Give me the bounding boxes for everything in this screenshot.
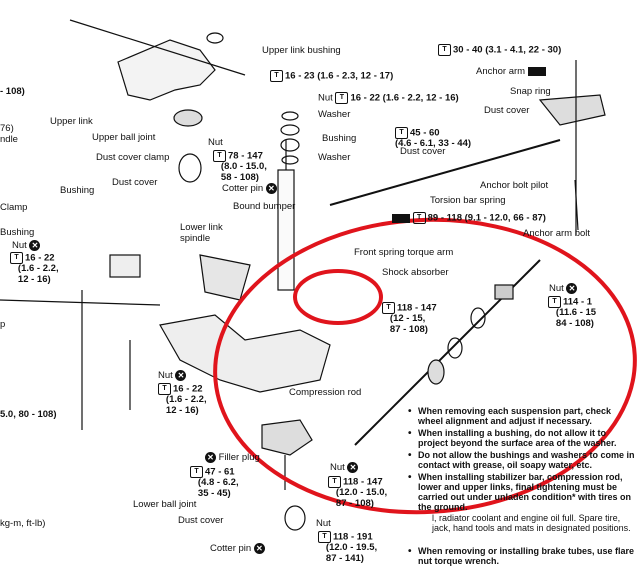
note-bullet-6: • bbox=[408, 546, 412, 557]
bushing-label-b: Bushing bbox=[60, 185, 95, 196]
note-3: Do not allow the bushings and washers to… bbox=[418, 450, 635, 470]
dust-cover-lower-part bbox=[284, 505, 306, 531]
upper-link-label: Upper link bbox=[50, 116, 93, 127]
highlight-circle-large bbox=[213, 217, 637, 515]
lower-ball-joint-label: Lower ball joint bbox=[133, 499, 197, 510]
cotter-pin-label-b: Cotter pin ✕ bbox=[210, 543, 265, 555]
note-6: When removing or installing brake tubes,… bbox=[418, 546, 635, 566]
nut-label-g: Nut bbox=[316, 518, 331, 529]
torsion-bar bbox=[329, 139, 561, 206]
dust-cover-label-c: Dust cover bbox=[400, 146, 446, 157]
clamp-label: Clamp bbox=[0, 202, 28, 213]
compression-rod-bushings bbox=[427, 284, 514, 385]
note-2: When installing a bushing, do not allow … bbox=[418, 428, 617, 448]
nut-label-b: Nut bbox=[208, 137, 223, 148]
upper-link-bushing-part bbox=[206, 32, 224, 44]
washer-label-b: Washer bbox=[318, 152, 351, 163]
upper-link-bushing-label: Upper link bushing bbox=[262, 45, 341, 56]
stabilizer-link bbox=[0, 299, 161, 306]
bushing-label-a: Bushing bbox=[322, 133, 357, 144]
nut-label-f: Nut ✕ bbox=[330, 462, 359, 474]
anchor-arm-part bbox=[538, 94, 606, 126]
left-fragment-15: 5.0, 80 - 108) bbox=[0, 409, 57, 420]
dust-cover-clamp-label: Dust cover clamp bbox=[96, 152, 170, 163]
nut-label-e: Nut ✕ bbox=[158, 370, 187, 382]
highlight-circle-small bbox=[293, 269, 383, 325]
bound-bumper-label: Bound bumper bbox=[233, 201, 296, 212]
washer-stack bbox=[280, 111, 300, 165]
left-fragment-ndle: ndle bbox=[0, 134, 18, 145]
torsion-bar-spring-label: Torsion bar spring bbox=[430, 195, 506, 206]
snap-bolt bbox=[574, 179, 579, 231]
front-spring-torque-arm-label: Front spring torque arm bbox=[354, 247, 454, 258]
dust-cover-label-b: Dust cover bbox=[112, 177, 158, 188]
shock-absorber-label: Shock absorber bbox=[382, 267, 449, 278]
note-bullet-1: • bbox=[408, 406, 412, 417]
upper-link-shaft bbox=[69, 19, 246, 76]
filler-plug-label: ✕ Filler plug bbox=[205, 452, 260, 464]
nut-label-c: Nut ✕ bbox=[12, 240, 41, 252]
left-fragment-p: p bbox=[0, 319, 6, 330]
compression-rod-label: Compression rod bbox=[289, 387, 362, 398]
knuckle-part bbox=[261, 419, 313, 456]
anchor-bolt-pilot-label: Anchor bolt pilot bbox=[480, 180, 549, 191]
upper-link bbox=[117, 39, 216, 101]
note-bullet-4: • bbox=[408, 472, 412, 483]
washer-label-a: Washer bbox=[318, 109, 351, 120]
note-4: When installing stabilizer bar, compress… bbox=[418, 472, 632, 512]
upper-ball-joint-part bbox=[173, 109, 203, 127]
upper-ball-joint-label: Upper ball joint bbox=[92, 132, 156, 143]
bushing-label-c: Bushing bbox=[0, 227, 35, 238]
left-fragment-76: 76) bbox=[0, 123, 14, 134]
nut-label-d: Nut ✕ bbox=[549, 283, 578, 295]
dust-cover-label-a: Dust cover bbox=[484, 105, 530, 116]
snap-ring-label: Snap ring bbox=[510, 86, 551, 97]
shock-absorber-part bbox=[277, 169, 295, 291]
anchor-arm-bolt-label: Anchor arm bolt bbox=[523, 228, 591, 239]
cotter-pin-label-a: Cotter pin ✕ bbox=[222, 183, 277, 195]
note-bullet-3: • bbox=[408, 450, 412, 461]
lower-link-bracket bbox=[199, 254, 251, 301]
dust-cover-label-d: Dust cover bbox=[178, 515, 224, 526]
lower-link bbox=[159, 314, 331, 393]
left-fragment-kg: kg-m, ft-lb) bbox=[0, 518, 46, 529]
anchor-arm-label: Anchor arm bbox=[476, 66, 546, 78]
stabilizer-bushing bbox=[109, 254, 141, 278]
dust-cover-part bbox=[178, 153, 202, 183]
note-5: l, radiator coolant and engine oil full.… bbox=[432, 513, 631, 533]
note-1: When removing each suspension part, chec… bbox=[418, 406, 612, 426]
left-fragment-108: - 108) bbox=[0, 86, 25, 97]
note-bullet-2: • bbox=[408, 428, 412, 439]
